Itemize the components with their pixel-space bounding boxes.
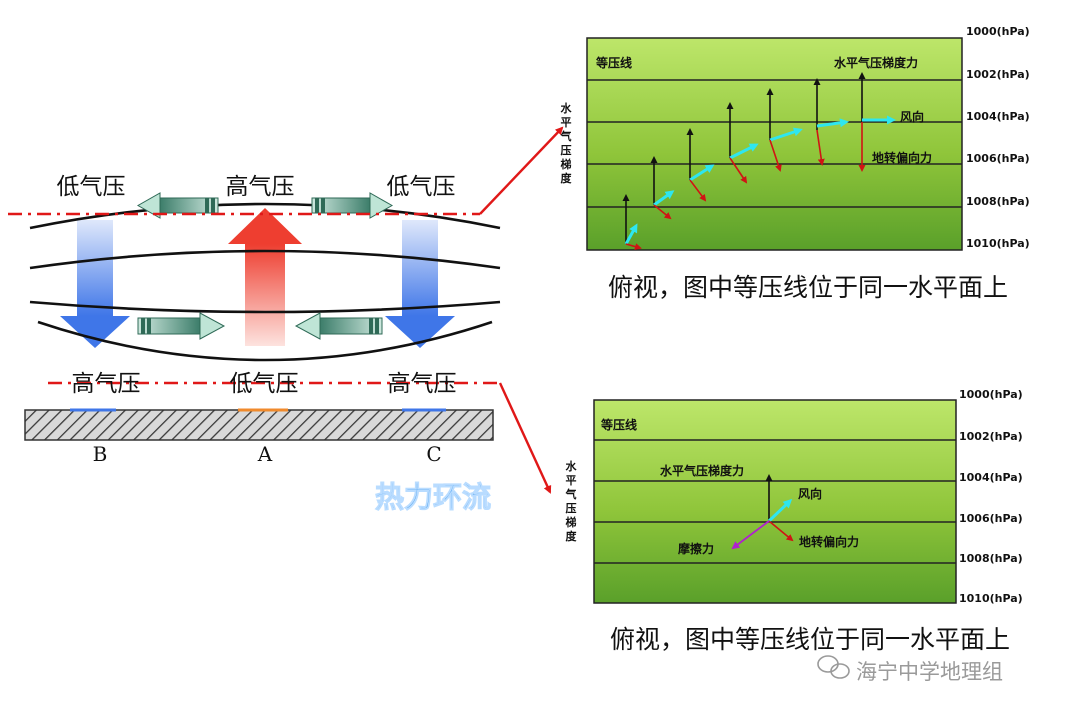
top-coriolis-arrows <box>625 122 866 250</box>
ascending-arrow-center <box>228 208 302 346</box>
bottom-label-center: 低气压 <box>230 371 299 397</box>
top-level-1008: 1008(hPa) <box>966 195 1030 208</box>
top-panel-background <box>586 37 963 251</box>
top-pressure-levels: 1000(hPa) 1002(hPa) 1004(hPa) 1006(hPa) … <box>966 25 1030 250</box>
top-pgf-arrows <box>622 72 866 244</box>
airflow-arrow-bottom-right <box>294 312 383 340</box>
top-axis-char-5: 梯 <box>561 157 572 171</box>
top-label-center: 高气压 <box>226 174 295 200</box>
bottom-axis-char-5: 梯 <box>566 515 577 529</box>
bottom-axis-char-4: 压 <box>566 501 577 515</box>
bottom-axis-label: 水 平 气 压 梯 度 <box>565 459 578 543</box>
bottom-axis-char-6: 度 <box>566 529 578 543</box>
point-label-b: B <box>93 442 108 466</box>
bottom-friction-label: 摩擦力 <box>678 541 714 556</box>
bottom-level-1002: 1002(hPa) <box>959 430 1023 443</box>
bottom-label-right: 高气压 <box>388 371 457 397</box>
top-axis-char-6: 度 <box>561 171 573 185</box>
thermal-circulation-diagram: 低气压 高气压 低气压 高气压 低气压 高气压 B A C 热力环流 <box>8 126 564 515</box>
top-wind-arrows <box>624 115 896 245</box>
top-level-1002: 1002(hPa) <box>966 68 1030 81</box>
airflow-arrow-bottom-left <box>137 312 226 340</box>
point-label-c: C <box>426 442 441 466</box>
bottom-panel-background <box>593 399 957 604</box>
top-label-right: 低气压 <box>387 174 456 200</box>
bottom-level-1006: 1006(hPa) <box>959 512 1023 525</box>
bottom-wind-label: 风向 <box>798 486 822 501</box>
diagram-title: 热力环流 <box>375 480 491 514</box>
top-level-1010: 1010(hPa) <box>966 237 1030 250</box>
bottom-isobar-lines <box>594 439 956 564</box>
top-isobar-lines <box>587 79 962 208</box>
top-axis-char-4: 压 <box>561 143 572 157</box>
bottom-level-1008: 1008(hPa) <box>959 552 1023 565</box>
top-wind-panel: 等压线 水 平 气 压 梯 度 1000(hPa) 1002(hPa) 1004… <box>560 25 1030 251</box>
ground-surface <box>24 409 494 441</box>
bottom-coriolis-label: 地转偏向力 <box>799 534 859 549</box>
connector-arrow-bottom <box>498 382 552 494</box>
airflow-arrow-top-right <box>311 192 394 219</box>
bottom-axis-char-2: 平 <box>566 474 577 487</box>
top-pgf-label: 水平气压梯度力 <box>834 55 918 70</box>
top-isobar-label: 等压线 <box>595 55 632 70</box>
top-coriolis-label: 地转偏向力 <box>872 150 932 165</box>
top-panel-caption: 俯视，图中等压线位于同一水平面上 <box>608 273 1009 302</box>
bottom-label-left: 高气压 <box>72 371 141 397</box>
top-axis-char-1: 水 <box>561 101 573 115</box>
top-axis-char-3: 气 <box>560 129 572 143</box>
bottom-wind-arrow <box>767 498 793 523</box>
top-axis-char-2: 平 <box>561 116 572 129</box>
bottom-level-1004: 1004(hPa) <box>959 471 1023 484</box>
top-axis-label: 水 平 气 压 梯 度 <box>560 101 573 185</box>
isobaric-surface-lines <box>29 202 501 362</box>
bottom-panel-caption: 俯视，图中等压线位于同一水平面上 <box>610 625 1011 654</box>
descending-arrow-left <box>60 220 130 348</box>
top-label-left: 低气压 <box>57 174 126 200</box>
top-level-1006: 1006(hPa) <box>966 152 1030 165</box>
top-wind-label: 风向 <box>900 109 924 124</box>
descending-arrow-right <box>385 220 455 348</box>
top-level-1000: 1000(hPa) <box>966 25 1030 38</box>
bottom-axis-char-3: 气 <box>565 487 577 501</box>
bottom-isobar-label: 等压线 <box>600 417 637 432</box>
airflow-arrow-top-left <box>136 192 219 219</box>
bottom-pgf-label: 水平气压梯度力 <box>660 463 744 478</box>
bottom-coriolis-arrow <box>768 520 794 542</box>
bottom-wind-panel: 等压线 水 平 气 压 梯 度 1000(hPa) 1002(hPa) 1004… <box>565 388 1023 605</box>
watermark-text: 海宁中学地理组 <box>856 660 1003 684</box>
bottom-level-1010: 1010(hPa) <box>959 592 1023 605</box>
point-label-a: A <box>257 442 273 466</box>
bottom-level-1000: 1000(hPa) <box>959 388 1023 401</box>
bottom-pressure-levels: 1000(hPa) 1002(hPa) 1004(hPa) 1006(hPa) … <box>959 388 1023 605</box>
connector-arrow-top <box>479 126 564 215</box>
bottom-axis-char-1: 水 <box>566 459 578 473</box>
bottom-friction-arrow <box>731 520 770 550</box>
wechat-icon <box>817 655 850 679</box>
top-level-1004: 1004(hPa) <box>966 110 1030 123</box>
